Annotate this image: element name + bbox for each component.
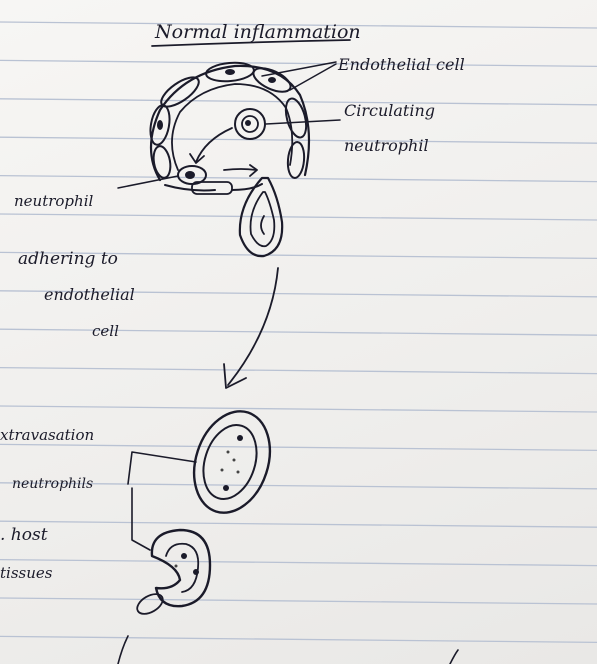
endothelial-nucleus: [157, 120, 163, 130]
label-neutrophil: neutrophil: [344, 136, 429, 155]
label-adhering-4: cell: [92, 322, 119, 340]
ruled-line: [0, 444, 597, 450]
leader-circulating: [266, 120, 340, 124]
label-adhering-3: endothelial: [44, 285, 135, 304]
ruled-line: [0, 598, 597, 604]
label-adhering-2: adhering to: [18, 249, 118, 269]
leader-endothelial: [262, 62, 336, 90]
endothelial-nucleus: [268, 77, 276, 83]
label-host: . host: [0, 525, 48, 545]
label-extravasation: xtravasation: [0, 426, 94, 444]
ruled-line: [0, 560, 597, 566]
adhering-neutrophil: [178, 166, 206, 184]
ruled-line: [0, 60, 597, 66]
blood-vessel: [148, 61, 310, 194]
label-endothelial-cell: Endothelial cell: [337, 55, 465, 74]
vessel-bottom-wall: [165, 184, 262, 190]
extravasated-neutrophil-migrating: [134, 530, 210, 618]
label-circulating: Circulating: [344, 101, 435, 120]
label-adhering-1: neutrophil: [14, 192, 93, 210]
endothelial-cell: [286, 141, 305, 178]
ruled-line: [0, 329, 597, 335]
circulating-neutrophil: [235, 109, 265, 139]
vessel-inner-wall: [172, 84, 292, 170]
pen-mark: [450, 650, 458, 664]
adhesion-arrow: [196, 128, 232, 162]
transmigration-arrow: [224, 169, 256, 170]
ruled-line: [0, 368, 597, 374]
pen-mark: [118, 636, 128, 664]
endothelial-nucleus: [225, 69, 235, 75]
endothelial-cell: [282, 96, 310, 139]
ruled-line: [0, 406, 597, 412]
ruled-line: [0, 214, 597, 220]
ruled-line: [0, 636, 597, 642]
process-arrow: [228, 268, 278, 385]
ruled-line: [0, 521, 597, 527]
endothelial-cell: [151, 145, 172, 179]
ruled-lines: [0, 22, 597, 664]
label-tissues: tissues: [0, 564, 53, 582]
label-neutrophils: neutrophils: [12, 476, 93, 492]
